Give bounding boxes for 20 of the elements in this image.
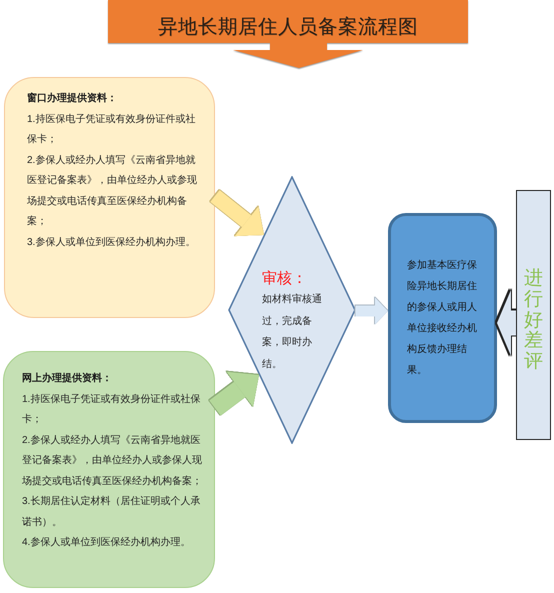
- block-arrow: [356, 298, 388, 325]
- diagram-title: 异地长期居住人员备案流程图: [158, 15, 418, 40]
- callout-arrow: [497, 290, 516, 356]
- review-heading: 审核：: [262, 269, 307, 289]
- requirement-item: 4.参保人或单位到医保经办机构办理。: [22, 536, 190, 550]
- requirement-item: 3.参保人或单位到医保经办机构办理。: [27, 236, 196, 250]
- card-heading: 网上办理提供资料：: [22, 372, 112, 386]
- requirements-card: [3, 351, 215, 588]
- requirements-card: [4, 77, 215, 318]
- requirement-item: 3.长期居住认定材料（居住证明或个人承诺书）。: [22, 494, 202, 530]
- requirement-item: 1.持医保电子凭证或有效身份证件或社保卡；: [22, 392, 202, 427]
- rating-label: 进行好差评: [524, 268, 543, 374]
- requirement-item: 2.参保人或经办人填写《云南省异地就医登记备案表》，由单位经办人或参保人现场提交或电话传真至医保经办机构备案；: [22, 434, 202, 488]
- result-box: [388, 213, 497, 423]
- result-text: 参加基本医疗保险异地长期居住的参保人或用人单位接收经办机构反馈办理结果。: [407, 258, 478, 378]
- card-heading: 窗口办理提供资料：: [27, 92, 117, 106]
- requirement-item: 1.持医保电子凭证或有效身份证件或社保卡；: [27, 112, 196, 147]
- requirement-item: 2.参保人或经办人填写《云南省异地就医登记备案表》，由单位经办人或参现场提交或电话传真至医保经办机构备案；: [27, 154, 197, 229]
- review-note: 如材料审核通过，完成备案，即时办结。: [262, 292, 323, 372]
- side-panel: [516, 190, 551, 440]
